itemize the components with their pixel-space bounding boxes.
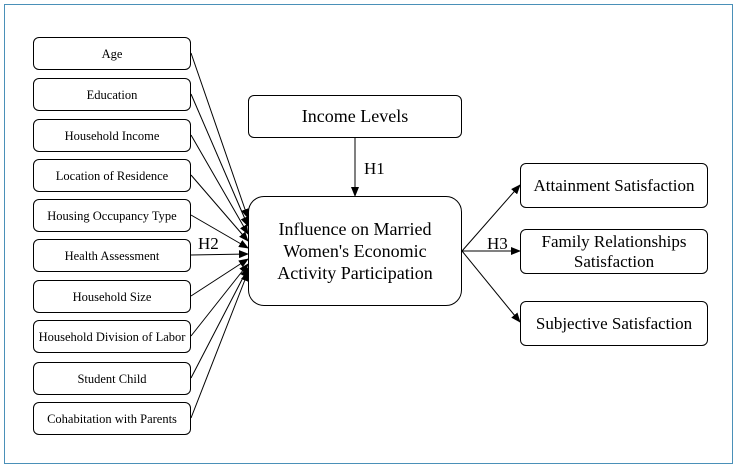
factor-student-child: Student Child (33, 362, 191, 395)
factor-arrow-9 (190, 267, 249, 379)
factor-household-size: Household Size (33, 280, 191, 313)
factor-location-of-residence: Location of Residence (33, 159, 191, 192)
factor-arrow-2 (190, 93, 249, 227)
factor-arrow-6 (190, 250, 249, 259)
factor-cohabitation-with-parents: Cohabitation with Parents (33, 402, 191, 435)
outcome-arrow-subjective (461, 250, 521, 323)
outcome-attainment-satisfaction: Attainment Satisfaction (520, 163, 708, 208)
hypothesis-h3-label: H3 (487, 234, 508, 253)
factor-arrow-3 (190, 134, 249, 235)
factor-household-division-of-labor: Household Division of Labor (33, 320, 191, 353)
factor-arrow-1 (190, 52, 249, 219)
factor-arrow-7 (190, 258, 249, 297)
factor-arrow-8 (190, 263, 249, 337)
hypothesis-h2-label: H2 (198, 234, 219, 253)
diagram-frame (4, 4, 733, 464)
outcome-family-relationships-satisfaction: Family Relationships Satisfaction (520, 229, 708, 274)
factor-age: Age (33, 37, 191, 70)
factor-household-income: Household Income (33, 119, 191, 152)
hypothesis-h1-label: H1 (364, 159, 385, 178)
outcome-arrow-attainment (461, 184, 521, 252)
factor-education: Education (33, 78, 191, 111)
factor-arrow-10 (190, 271, 249, 419)
income-levels-box: Income Levels (248, 95, 462, 138)
factor-housing-occupancy-type: Housing Occupancy Type (33, 199, 191, 232)
factor-health-assessment: Health Assessment (33, 239, 191, 272)
factor-arrow-5 (190, 214, 249, 249)
central-outcome-box: Influence on Married Women's Economic Ac… (248, 196, 462, 306)
factor-arrow-4 (190, 174, 249, 242)
outcome-subjective-satisfaction: Subjective Satisfaction (520, 301, 708, 346)
